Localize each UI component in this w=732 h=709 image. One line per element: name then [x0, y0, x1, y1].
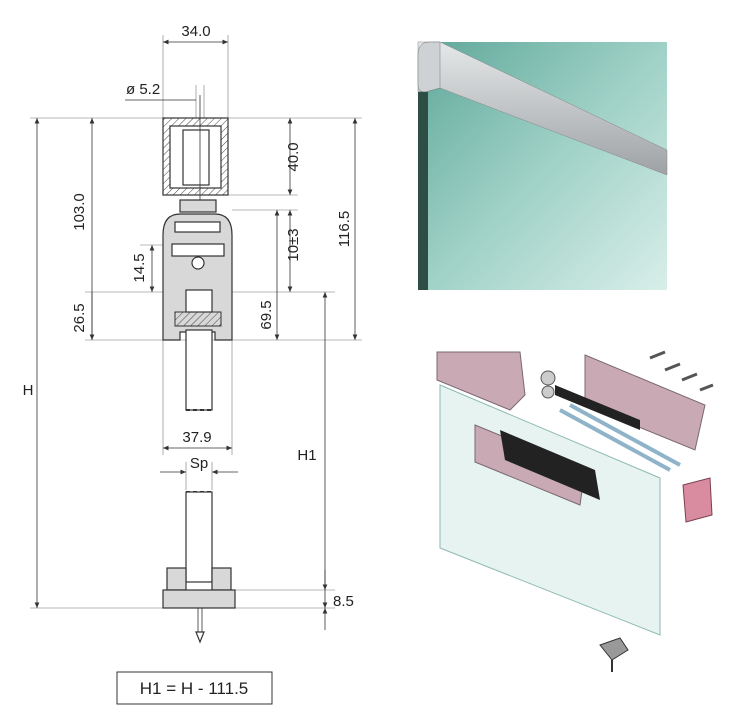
- dim-Sp: Sp: [190, 455, 208, 472]
- dim-H: H: [23, 382, 34, 399]
- dim-34: 34.0: [181, 23, 210, 40]
- dim-8-5: 8.5: [333, 593, 354, 610]
- dim-116-5: 116.5: [336, 211, 353, 247]
- track-profile: [162, 95, 229, 213]
- formula-text: H1 = H - 111.5: [140, 679, 249, 698]
- formula-box: H1 = H - 111.5: [116, 671, 273, 705]
- dim-26-5: 26.5: [71, 303, 88, 332]
- dim-H1: H1: [297, 447, 316, 464]
- exploded-view: [436, 350, 714, 672]
- dim-14-5: 14.5: [131, 253, 148, 282]
- dim-40: 40.0: [285, 142, 302, 171]
- dim-103: 103.0: [71, 193, 88, 231]
- dimension-lines: [34, 39, 358, 630]
- hanger-body: [162, 213, 233, 341]
- dim-37-9: 37.9: [182, 429, 211, 446]
- dim-10: 10±3: [285, 228, 302, 261]
- glass-section-top: [185, 329, 213, 411]
- dimension-labels: 34.0 ø 5.2 H 103.0 14.5 26.5 40.0 10±3 6…: [23, 23, 354, 610]
- photo-installed-rail: [417, 41, 668, 290]
- dim-69-5: 69.5: [258, 300, 275, 329]
- dim-diameter: ø 5.2: [126, 81, 160, 98]
- floor-guide: [162, 491, 236, 644]
